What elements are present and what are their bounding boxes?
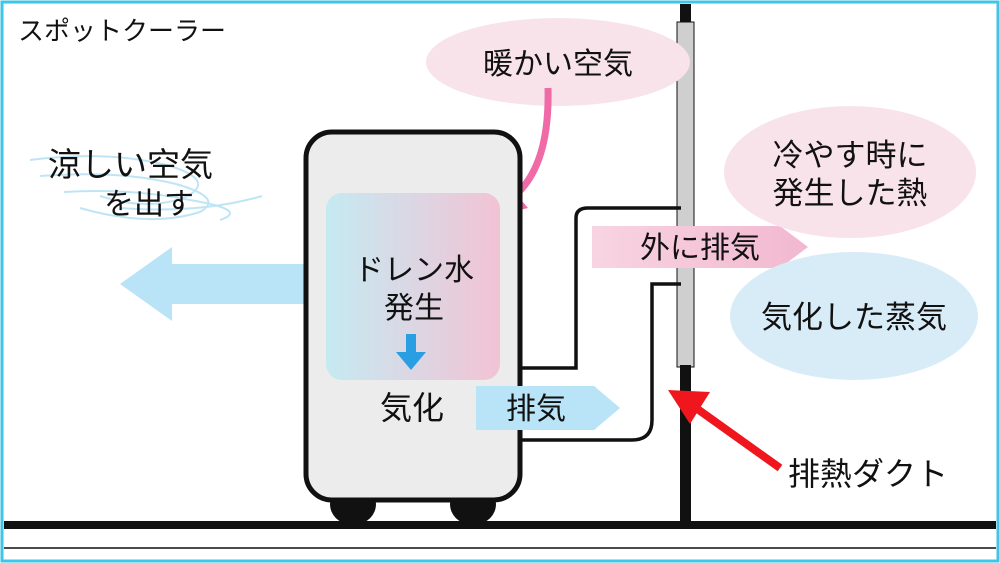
warm-air-label: 暖かい空気 — [483, 47, 633, 82]
cool-air-label-line2: を出す — [104, 187, 194, 222]
page-title: スポットクーラー — [18, 17, 226, 47]
outside-exhaust-arrow — [592, 226, 808, 268]
floor-line — [4, 521, 996, 529]
vapor-bubble — [730, 252, 978, 380]
wall-lower-black — [680, 365, 691, 523]
outside-exhaust-label: 外に排気 — [640, 231, 760, 266]
down-arrow-icon — [396, 352, 426, 370]
wall-upper-black — [680, 4, 691, 24]
cool-air-arrow — [120, 247, 330, 321]
exhaust-arrow — [476, 386, 620, 430]
drain-label-line2: 発生 — [384, 291, 444, 326]
wind-swirl-icon — [29, 155, 263, 221]
down-arrow-shaft — [406, 334, 416, 358]
duct-callout-line — [693, 404, 783, 472]
vaporize-label: 気化 — [380, 389, 444, 427]
cooling-heat-label-line2: 発生した熱 — [773, 176, 928, 212]
exhaust-label: 排気 — [506, 392, 566, 427]
exhaust-duct — [520, 206, 681, 442]
cool-air-label-line1: 涼しい空気 — [48, 145, 213, 184]
duct-callout-arrow-head — [668, 390, 710, 424]
cooling-heat-label-line1: 冷やす時に — [773, 138, 928, 174]
drain-label-line1: ドレン水 — [354, 253, 474, 288]
vapor-label: 気化した蒸気 — [761, 300, 947, 336]
cooling-heat-bubble — [724, 106, 976, 238]
inner-process-area — [326, 193, 500, 380]
warm-air-bubble — [426, 18, 690, 106]
duct-label: 排熱ダクト — [788, 455, 948, 493]
